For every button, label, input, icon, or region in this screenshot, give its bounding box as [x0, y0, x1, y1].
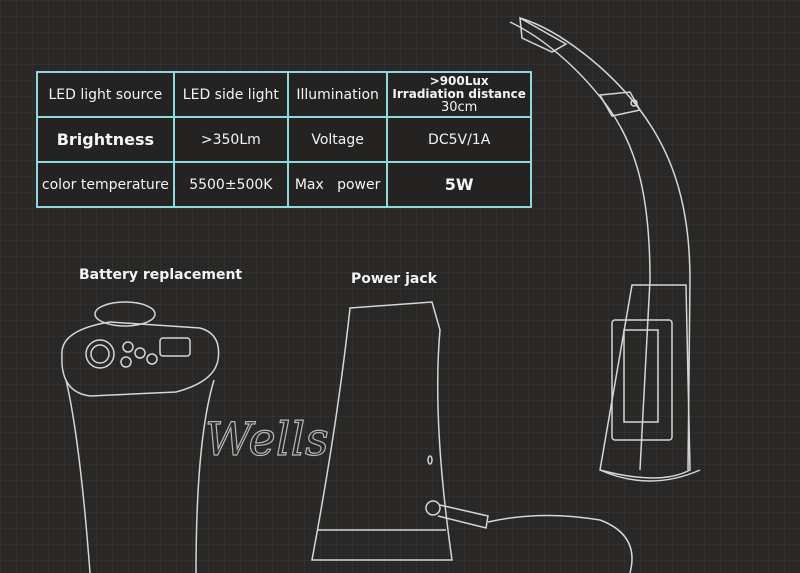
battery-base-illustration — [61, 301, 220, 573]
spec-label-voltage: Voltage — [286, 116, 389, 163]
wells-watermark: Wells — [205, 412, 329, 466]
table-row: color temperature 5500±500K Max power 5W — [36, 161, 532, 208]
illumination-lux: >900Lux — [429, 74, 489, 88]
illumination-distance-label: Irradiation distance — [392, 87, 526, 101]
power-jack-base-illustration — [311, 301, 633, 573]
spec-value-color-temperature: 5500±500K — [172, 161, 289, 208]
spec-label-illumination: Illumination — [286, 71, 389, 118]
spec-value-illumination: >900Lux Irradiation distance 30cm — [386, 71, 532, 118]
spec-value-brightness: >350Lm — [172, 116, 289, 163]
spec-table: LED light source LED side light Illumina… — [36, 71, 532, 208]
spec-value-led-type: LED side light — [172, 71, 289, 118]
table-row: LED light source LED side light Illumina… — [36, 71, 532, 118]
spec-label-color-temperature: color temperature — [36, 161, 175, 208]
spec-label-max-power: Max power — [286, 161, 389, 208]
power-jack-caption: Power jack — [351, 271, 437, 287]
battery-replacement-caption: Battery replacement — [79, 267, 243, 283]
spec-label-brightness: Brightness — [36, 116, 175, 163]
spec-label-led-source: LED light source — [36, 71, 175, 118]
spec-value-max-power: 5W — [386, 161, 532, 208]
illumination-distance-value: 30cm — [440, 100, 478, 115]
table-row: Brightness >350Lm Voltage DC5V/1A — [36, 116, 532, 163]
spec-value-voltage: DC5V/1A — [386, 116, 532, 163]
lamp-arm-illustration — [509, 16, 701, 482]
